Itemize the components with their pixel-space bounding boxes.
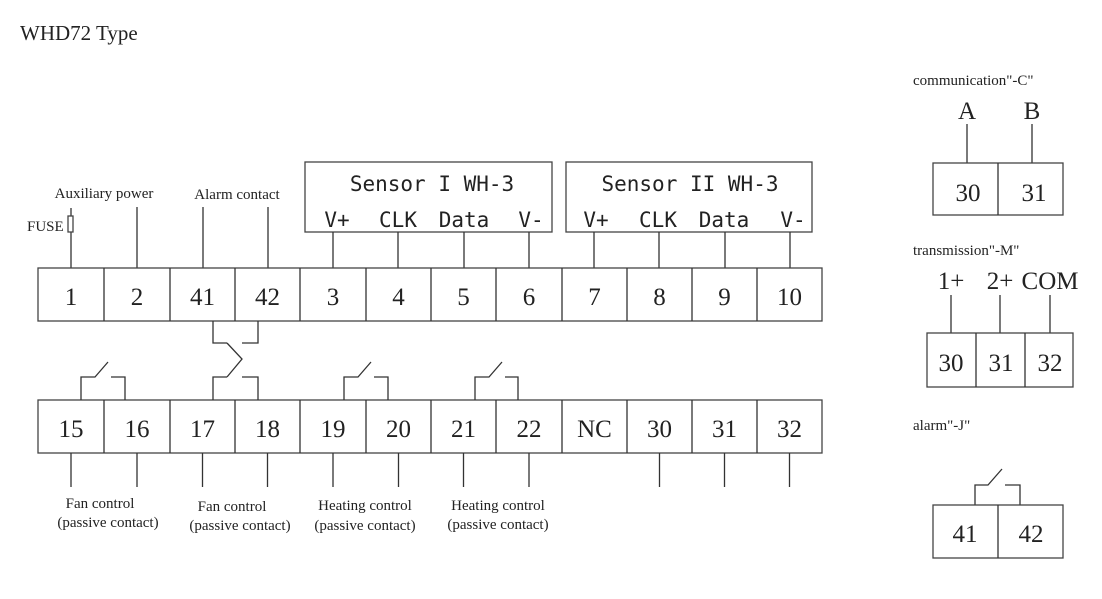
terminal-number: 18 xyxy=(255,416,280,443)
relay-contact-icon xyxy=(374,376,389,400)
sensor-1-pin: V- xyxy=(518,208,543,232)
bottom-label: (passive contact) xyxy=(447,517,548,533)
top-strip-frame xyxy=(37,267,823,322)
terminal-number: 20 xyxy=(386,416,411,443)
comm-terminal: 31 xyxy=(1022,180,1047,207)
terminal-number: 1 xyxy=(65,284,78,311)
terminal-number: 30 xyxy=(647,416,672,443)
comm-pin: B xyxy=(1024,98,1041,125)
terminal-number: NC xyxy=(577,416,612,443)
terminal-number: 16 xyxy=(125,416,150,443)
relay-contact-icon xyxy=(505,376,519,400)
relay-contact-icon xyxy=(80,361,109,400)
sensor-2-pin: V- xyxy=(780,208,805,232)
terminal-number: 9 xyxy=(718,284,731,311)
communication-title: communication"-C" xyxy=(913,73,1034,89)
terminal-number: 7 xyxy=(588,284,601,311)
bottom-strip-frame xyxy=(37,399,823,454)
sensor-1-pin: CLK xyxy=(379,208,417,232)
diagram-title: WHD72 Type xyxy=(20,21,138,45)
alarm-title: alarm"-J" xyxy=(913,418,970,434)
sensor-2-pin: Data xyxy=(699,208,750,232)
bottom-label: (passive contact) xyxy=(314,518,415,534)
terminal-number: 8 xyxy=(653,284,666,311)
trans-terminal: 31 xyxy=(989,350,1014,377)
comm-pin: A xyxy=(958,98,976,125)
sensor-2-pin: CLK xyxy=(639,208,677,232)
trans-pin: 1+ xyxy=(938,268,965,295)
bottom-label: Fan control xyxy=(66,496,135,512)
top-terminal-strip: 1 2 41 42 3 4 5 6 7 8 9 10 xyxy=(37,267,823,322)
sensor-1-title: Sensor I WH-3 xyxy=(350,172,514,196)
terminal-number: 3 xyxy=(327,284,340,311)
relay-contact-icon xyxy=(111,376,126,400)
alarm-relay-contact-icon xyxy=(212,321,259,400)
fuse-icon xyxy=(67,215,74,233)
comm-terminal: 30 xyxy=(956,180,981,207)
sensor-1-pin: Data xyxy=(439,208,490,232)
sensor-1-box: Sensor I WH-3 V+ CLK Data V- xyxy=(304,161,553,268)
alarm-option: alarm"-J" 41 42 xyxy=(913,418,1064,559)
terminal-number: 21 xyxy=(451,416,476,443)
terminal-number: 6 xyxy=(523,284,536,311)
terminal-number: 10 xyxy=(777,284,802,311)
trans-terminal: 32 xyxy=(1038,350,1063,377)
trans-terminal: 30 xyxy=(939,350,964,377)
bottom-label: (passive contact) xyxy=(189,518,290,534)
bottom-label: Fan control xyxy=(198,499,267,515)
communication-option: communication"-C" A B 30 31 xyxy=(913,73,1064,216)
terminal-number: 22 xyxy=(517,416,542,443)
alarm-contact-label: Alarm contact xyxy=(194,187,280,203)
aux-power-label: Auxiliary power xyxy=(55,186,154,202)
sensor-2-title: Sensor II WH-3 xyxy=(601,172,778,196)
alarm-contact-icon xyxy=(974,468,1003,505)
trans-pin: COM xyxy=(1022,268,1079,295)
terminal-number: 19 xyxy=(321,416,346,443)
relay-contact-icon xyxy=(474,361,503,400)
transmission-title: transmission"-M" xyxy=(913,243,1019,259)
sensor-1-pin: V+ xyxy=(324,208,349,232)
transmission-option: transmission"-M" 1+ 2+ COM 30 31 32 xyxy=(913,243,1079,388)
terminal-number: 15 xyxy=(59,416,84,443)
bottom-label: Heating control xyxy=(318,498,412,514)
top-wires xyxy=(67,207,269,268)
fuse-label: FUSE xyxy=(27,219,64,235)
bottom-label: Heating control xyxy=(451,498,545,514)
terminal-number: 42 xyxy=(255,284,280,311)
bottom-wires xyxy=(70,453,791,487)
relay-contacts xyxy=(80,361,519,400)
sensor-2-box: Sensor II WH-3 V+ CLK Data V- xyxy=(565,161,813,268)
terminal-number: 31 xyxy=(712,416,737,443)
terminal-number: 5 xyxy=(457,284,470,311)
relay-contact-icon xyxy=(343,361,372,400)
alarm-terminal: 41 xyxy=(953,521,978,548)
bottom-label: (passive contact) xyxy=(57,515,158,531)
terminal-number: 41 xyxy=(190,284,215,311)
trans-pin: 2+ xyxy=(987,268,1014,295)
alarm-terminal: 42 xyxy=(1019,521,1044,548)
sensor-2-pin: V+ xyxy=(583,208,608,232)
terminal-number: 17 xyxy=(190,416,215,443)
terminal-number: 4 xyxy=(392,284,405,311)
terminal-number: 32 xyxy=(777,416,802,443)
bottom-terminal-strip: 15 16 17 18 19 20 21 22 NC 30 31 32 xyxy=(37,399,823,454)
terminal-number: 2 xyxy=(131,284,144,311)
